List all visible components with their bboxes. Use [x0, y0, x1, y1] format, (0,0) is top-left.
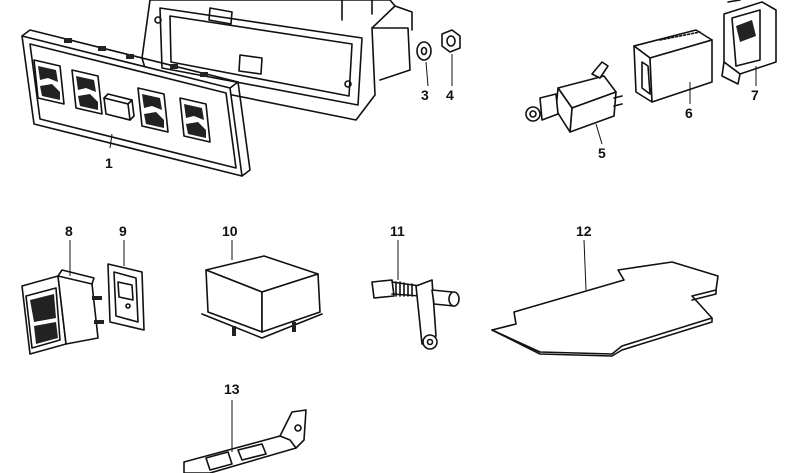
part-8-rocker-switch[interactable]: [21, 240, 104, 355]
callout-9: 9: [119, 223, 127, 239]
rocker-switch-4[interactable]: [179, 97, 211, 143]
part-5-pushbutton-switch[interactable]: [525, 61, 623, 145]
part-2-frame[interactable]: [141, 0, 413, 121]
callout-6: 6: [685, 105, 693, 121]
callout-13: 13: [224, 381, 240, 397]
part-1-switch-panel[interactable]: [21, 29, 251, 177]
part-12-insulating-plate[interactable]: [491, 239, 719, 357]
part-6-switch-housing[interactable]: [633, 29, 713, 104]
callout-8: 8: [65, 223, 73, 239]
callout-11: 11: [390, 223, 405, 239]
part-13-mounting-bracket[interactable]: [183, 400, 307, 473]
rocker-switch-3[interactable]: [137, 87, 169, 133]
part-3-washer[interactable]: [416, 41, 432, 87]
part-11-contact-switch[interactable]: [371, 240, 460, 350]
callout-4: 4: [446, 87, 454, 103]
callout-7: 7: [751, 87, 759, 103]
part-7-rocker-clip[interactable]: [721, 0, 777, 86]
part-9-gasket[interactable]: [107, 240, 145, 331]
center-button[interactable]: [103, 93, 135, 121]
callout-3: 3: [421, 87, 429, 103]
callout-12: 12: [576, 223, 592, 239]
rocker-switch-1[interactable]: [33, 59, 65, 105]
rocker-switch-2[interactable]: [71, 69, 103, 115]
part-4-nut[interactable]: [441, 29, 461, 86]
part-10-relay[interactable]: [201, 240, 323, 339]
callout-1: 1: [105, 155, 113, 171]
callout-10: 10: [222, 223, 238, 239]
callout-5: 5: [598, 145, 606, 161]
